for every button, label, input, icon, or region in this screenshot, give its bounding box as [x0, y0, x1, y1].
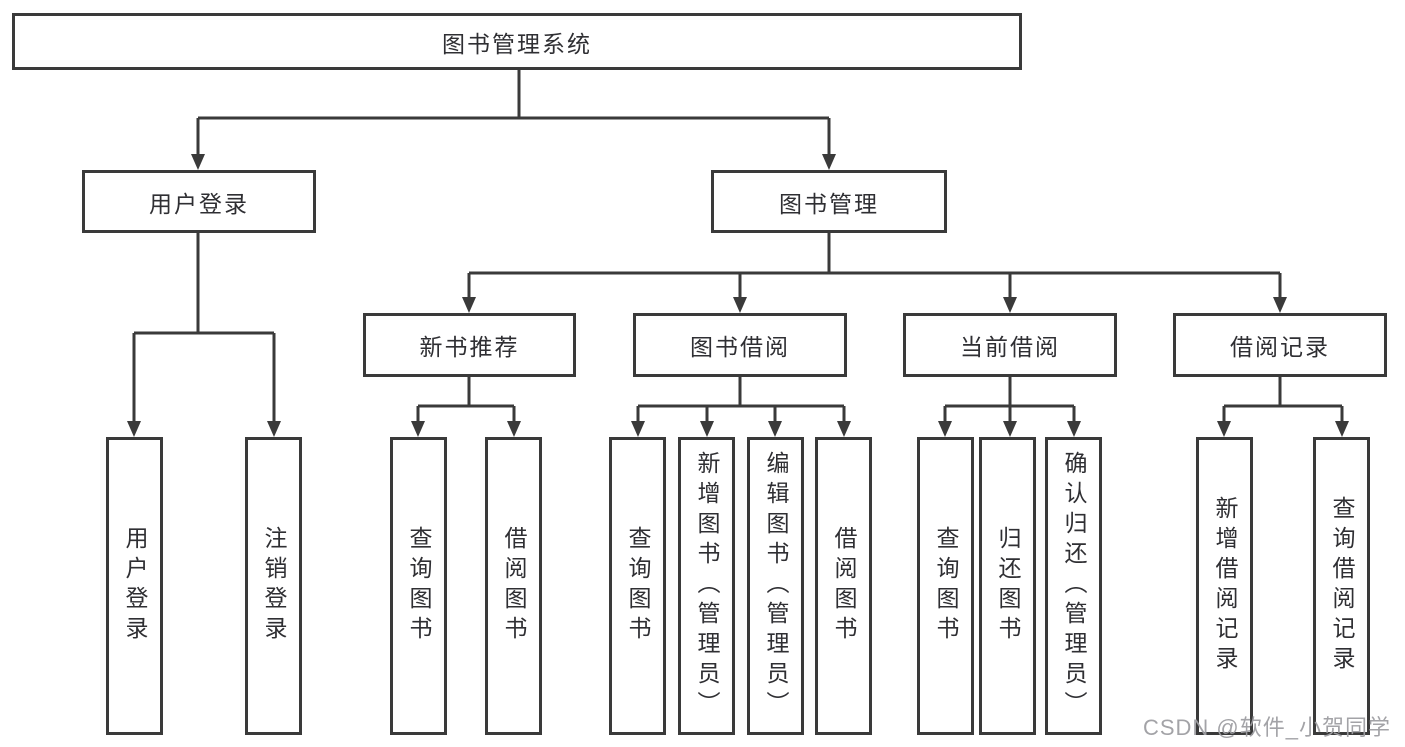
leaf-query-borrow-record-label: 查询借阅记录 [1329, 496, 1355, 676]
leaf-return-books: 归还图书 [979, 437, 1036, 735]
node-borrowing-records: 借阅记录 [1173, 313, 1387, 377]
connector-current-borrow-children [938, 377, 1081, 437]
connector-book-management-children [462, 233, 1287, 313]
node-new-book-recommend: 新书推荐 [363, 313, 576, 377]
leaf-current-query-books: 查询图书 [917, 437, 974, 735]
leaf-edit-books-admin-label: 编辑图书（管理员） [763, 451, 789, 721]
leaf-query-borrow-record: 查询借阅记录 [1313, 437, 1370, 735]
leaf-newbook-borrow-books: 借阅图书 [485, 437, 542, 735]
leaf-add-books-admin-label: 新增图书（管理员） [694, 451, 720, 721]
leaf-borrow-books-label: 借阅图书 [831, 526, 857, 646]
connector-book-borrow-children [631, 377, 851, 437]
leaf-logout-label: 注销登录 [261, 526, 287, 646]
node-current-borrowing: 当前借阅 [903, 313, 1117, 377]
leaf-newbook-borrow-books-label: 借阅图书 [501, 526, 527, 646]
csdn-watermark: CSDN @软件_小贺同学 [1142, 715, 1391, 740]
leaf-add-borrow-record: 新增借阅记录 [1196, 437, 1253, 735]
leaf-current-query-books-label: 查询图书 [933, 526, 959, 646]
leaf-user-login-label: 用户登录 [122, 526, 148, 646]
leaf-edit-books-admin: 编辑图书（管理员） [747, 437, 804, 735]
leaf-borrow-query-books-label: 查询图书 [625, 526, 651, 646]
leaf-add-books-admin: 新增图书（管理员） [678, 437, 735, 735]
leaf-add-borrow-record-label: 新增借阅记录 [1212, 496, 1238, 676]
node-book-borrowing: 图书借阅 [633, 313, 847, 377]
leaf-logout: 注销登录 [245, 437, 302, 735]
node-user-login: 用户登录 [82, 170, 316, 233]
leaf-confirm-return-admin-label: 确认归还（管理员） [1061, 451, 1087, 721]
leaf-confirm-return-admin: 确认归还（管理员） [1045, 437, 1102, 735]
leaf-user-login: 用户登录 [106, 437, 163, 735]
node-library-management-system: 图书管理系统 [12, 13, 1022, 70]
leaf-newbook-query-books: 查询图书 [390, 437, 447, 735]
leaf-return-books-label: 归还图书 [995, 526, 1021, 646]
connector-user-login-children [127, 233, 281, 437]
connector-new-book-children [411, 377, 521, 437]
connector-borrow-records-children [1217, 377, 1349, 437]
leaf-borrow-books: 借阅图书 [815, 437, 872, 735]
leaf-newbook-query-books-label: 查询图书 [406, 526, 432, 646]
node-book-management: 图书管理 [711, 170, 947, 233]
leaf-borrow-query-books: 查询图书 [609, 437, 666, 735]
connector-root-to-level2 [191, 69, 836, 170]
